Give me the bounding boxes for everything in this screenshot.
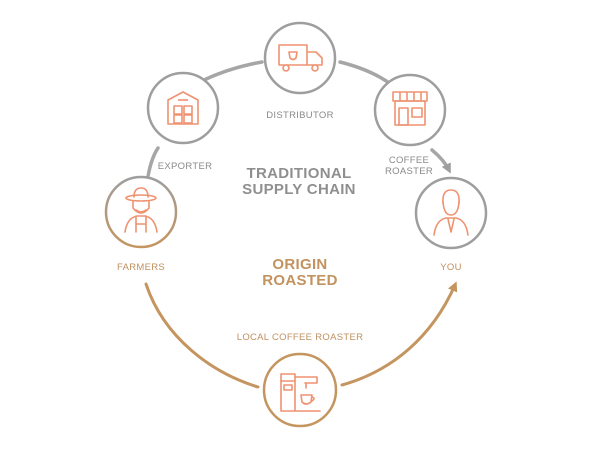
farmers-node bbox=[104, 175, 178, 249]
local-roaster-node bbox=[262, 352, 338, 428]
exporter-label: EXPORTER bbox=[157, 161, 213, 172]
local-coffee-roaster-label: LOCAL COFFEE ROASTER bbox=[236, 332, 364, 343]
coffee-roaster-label: COFFEE ROASTER bbox=[384, 155, 434, 177]
person-icon bbox=[433, 189, 469, 236]
you-label: YOU bbox=[440, 262, 462, 273]
farmer-icon bbox=[124, 187, 158, 233]
origin-path bbox=[144, 281, 458, 389]
farmers-label: FARMERS bbox=[116, 262, 166, 273]
espresso-machine-icon bbox=[280, 373, 321, 412]
origin-title-line2: ROASTED bbox=[262, 272, 338, 289]
you-node bbox=[414, 176, 488, 250]
coffee-roaster-node bbox=[373, 73, 447, 147]
distributor-node bbox=[263, 21, 337, 95]
warehouse-icon bbox=[167, 91, 199, 125]
truck-icon bbox=[278, 44, 323, 72]
storefront-icon bbox=[392, 91, 428, 126]
exporter-node bbox=[146, 71, 220, 145]
traditional-title-line2: SUPPLY CHAIN bbox=[242, 181, 356, 198]
origin-title-line1: ORIGIN bbox=[272, 256, 328, 273]
distributor-label: DISTRIBUTOR bbox=[266, 110, 334, 121]
traditional-title-line1: TRADITIONAL bbox=[246, 165, 352, 182]
